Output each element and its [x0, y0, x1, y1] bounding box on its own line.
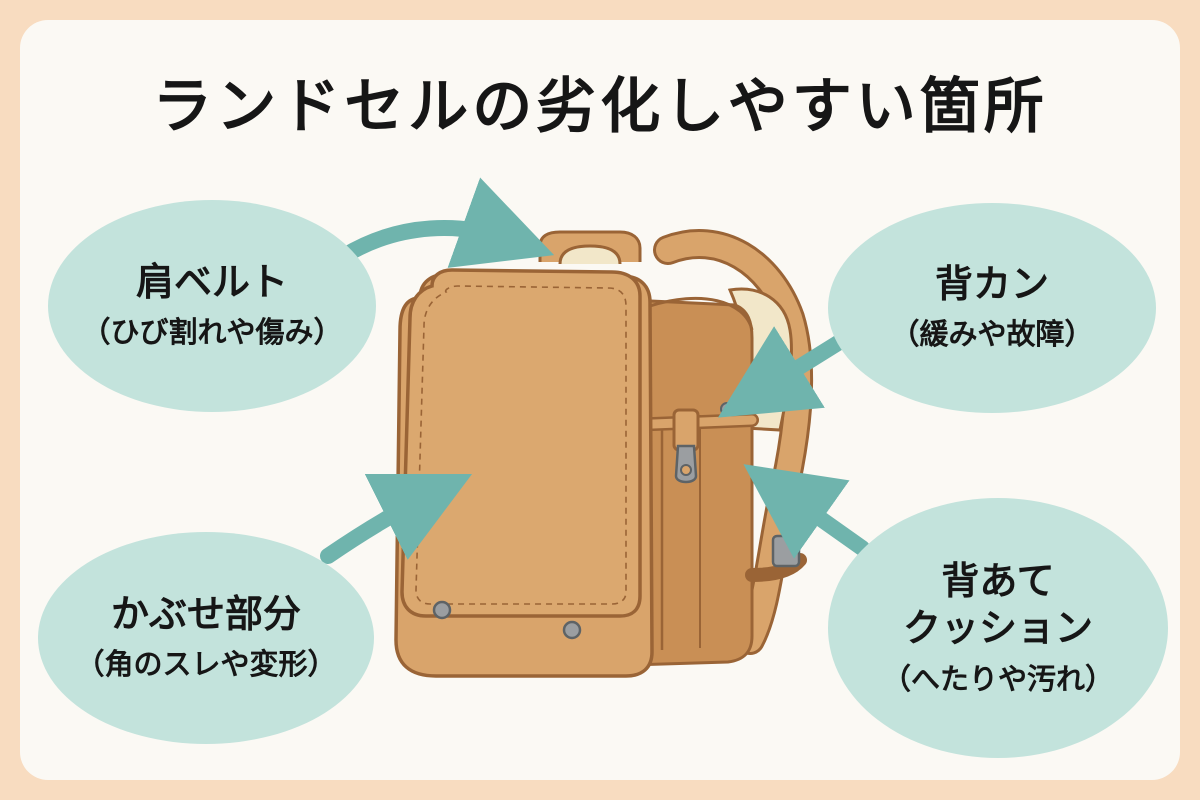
arrow-shoulder-belt	[336, 177, 555, 268]
callout-label: かぶせ部分	[110, 592, 301, 637]
callout-back-cushion: 背あて クッション （へたりや汚れ）	[828, 498, 1168, 758]
callout-label: 肩ベルト	[135, 260, 288, 305]
diagram-title: ランドセルの劣化しやすい箇所	[152, 72, 1048, 142]
rivet-right	[562, 620, 582, 640]
callout-detail: （ひび割れや傷み）	[81, 314, 343, 349]
callout-cover-flap: かぶせ部分 （角のスレや変形）	[38, 532, 374, 744]
rivet-left	[432, 600, 452, 620]
arrow-back-kan	[717, 326, 854, 418]
arrow-cover	[320, 473, 473, 564]
strap-buckle	[771, 534, 801, 568]
side-buckle	[672, 408, 700, 452]
callout-back-kan: 背カン （緩みや故障）	[828, 203, 1156, 413]
callout-shoulder-belt: 肩ベルト （ひび割れや傷み）	[48, 200, 376, 412]
callout-detail: （角のスレや変形）	[75, 646, 337, 681]
callout-detail: （へたりや汚れ）	[881, 661, 1114, 696]
callout-label: 背カン	[934, 262, 1049, 307]
arrow-back-cushion	[743, 464, 870, 559]
back-kan-ring	[720, 402, 734, 416]
callout-detail: （緩みや故障）	[890, 316, 1094, 351]
backpack	[394, 229, 814, 678]
callout-label: 背あて	[941, 558, 1055, 603]
callout-label-line2: クッション	[902, 606, 1093, 651]
cover-flap	[400, 268, 642, 618]
